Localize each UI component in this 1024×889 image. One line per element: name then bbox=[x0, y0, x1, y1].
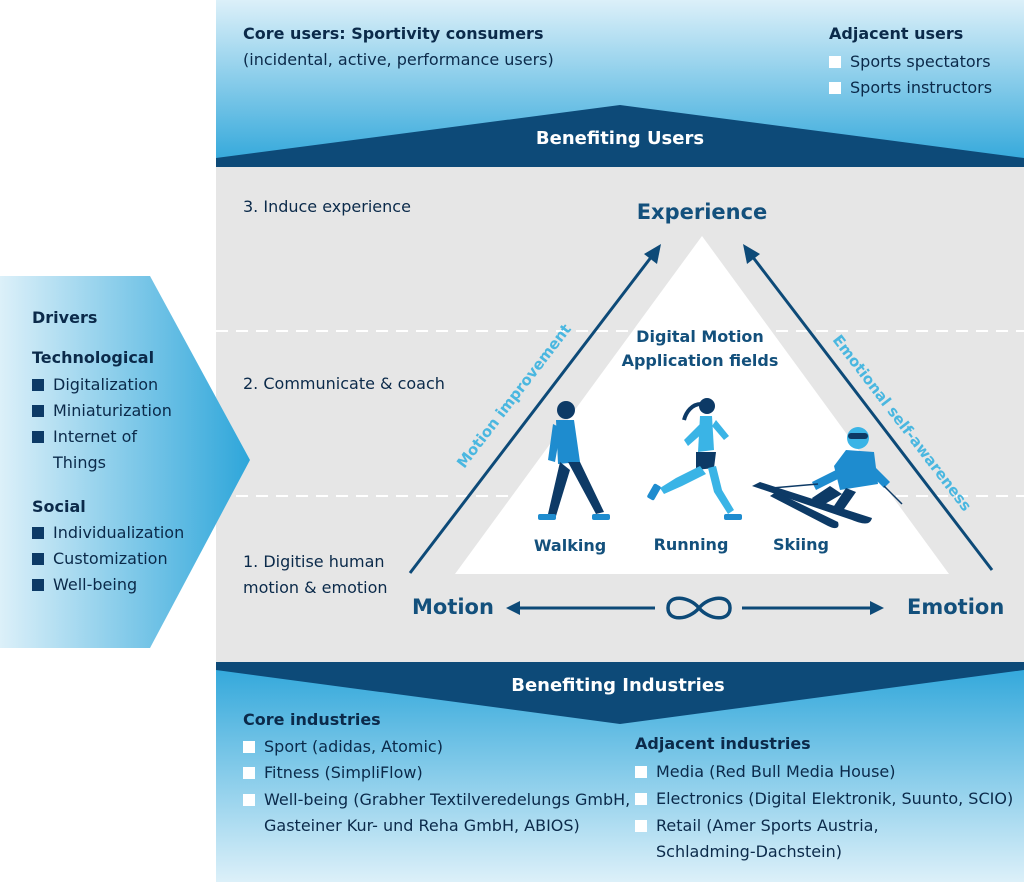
walking-person-icon bbox=[538, 401, 610, 520]
right-arrowhead bbox=[870, 601, 884, 615]
drivers-title: Drivers bbox=[32, 308, 98, 327]
bullet-square bbox=[829, 56, 841, 68]
center-title-line2: Application fields bbox=[621, 351, 779, 370]
adjacent-industry-item: Electronics (Digital Elektronik, Suunto,… bbox=[635, 786, 1013, 812]
center-title-line1: Digital Motion bbox=[636, 327, 764, 346]
motion-improvement-arrowhead bbox=[644, 244, 661, 264]
bullet-square bbox=[243, 794, 255, 806]
emotional-awareness-arrowhead bbox=[743, 244, 760, 264]
adjacent-industry-item: Retail (Amer Sports Austria, bbox=[635, 813, 879, 839]
benefiting-users-label: Benefiting Users bbox=[535, 128, 705, 149]
level-2-label: 2. Communicate & coach bbox=[243, 374, 445, 393]
bullet-square bbox=[243, 767, 255, 779]
motion-label: Motion bbox=[412, 595, 494, 619]
core-industry-item: Well-being (Grabher Textilveredelungs Gm… bbox=[243, 787, 630, 813]
bullet-square bbox=[829, 82, 841, 94]
bullet-square bbox=[243, 741, 255, 753]
adjacent-user-item: Sports spectators bbox=[829, 49, 991, 75]
bullet-square bbox=[32, 405, 44, 417]
driver-item: Customization bbox=[32, 546, 168, 572]
level-3-label: 3. Induce experience bbox=[243, 197, 411, 216]
skiing-person-icon bbox=[752, 427, 903, 529]
bullet-square bbox=[635, 820, 647, 832]
adjacent-industry-item-cont: Schladming-Dachstein) bbox=[656, 842, 842, 861]
adjacent-industry-item: Media (Red Bull Media House) bbox=[635, 759, 895, 785]
driver-item: Individualization bbox=[32, 520, 184, 546]
technological-title: Technological bbox=[32, 348, 155, 367]
bullet-square bbox=[635, 793, 647, 805]
running-person-icon bbox=[647, 398, 742, 520]
benefiting-industries-banner bbox=[216, 662, 1024, 724]
benefiting-users-banner bbox=[216, 105, 1024, 167]
driver-item: Digitalization bbox=[32, 372, 158, 398]
adjacent-user-item: Sports instructors bbox=[829, 75, 992, 101]
bullet-square bbox=[32, 553, 44, 565]
left-arrowhead bbox=[506, 601, 520, 615]
core-industries-title: Core industries bbox=[243, 710, 381, 729]
drivers-chevron bbox=[0, 276, 250, 648]
social-title: Social bbox=[32, 497, 86, 516]
adjacent-industries-title: Adjacent industries bbox=[635, 734, 811, 753]
activity-running-label: Running bbox=[653, 535, 729, 554]
core-industry-item: Fitness (SimpliFlow) bbox=[243, 760, 423, 786]
bullet-square bbox=[635, 766, 647, 778]
level-1-label-line1: 1. Digitise human bbox=[243, 552, 385, 571]
level-1-label-line2: motion & emotion bbox=[243, 578, 388, 597]
driver-item: Internet of bbox=[32, 424, 137, 450]
bullet-square bbox=[32, 379, 44, 391]
core-industry-item: Sport (adidas, Atomic) bbox=[243, 734, 443, 760]
adjacent-users-title: Adjacent users bbox=[829, 24, 964, 43]
activity-walking-label: Walking bbox=[533, 536, 607, 555]
bullet-square bbox=[32, 579, 44, 591]
core-users-title: Core users: Sportivity consumers bbox=[243, 24, 544, 43]
core-industry-item-cont: Gasteiner Kur- und Reha GmbH, ABIOS) bbox=[264, 816, 580, 835]
emotion-label: Emotion bbox=[907, 595, 1005, 619]
driver-item: Well-being bbox=[32, 572, 137, 598]
activity-skiing-label: Skiing bbox=[773, 535, 829, 554]
driver-item: Miniaturization bbox=[32, 398, 172, 424]
experience-label: Experience bbox=[636, 200, 768, 224]
bullet-square bbox=[32, 431, 44, 443]
bullet-square bbox=[32, 527, 44, 539]
benefiting-industries-label: Benefiting Industries bbox=[511, 675, 725, 696]
driver-item-cont: Things bbox=[53, 453, 106, 472]
core-users-subtitle: (incidental, active, performance users) bbox=[243, 50, 554, 69]
infinity-icon bbox=[666, 596, 732, 620]
